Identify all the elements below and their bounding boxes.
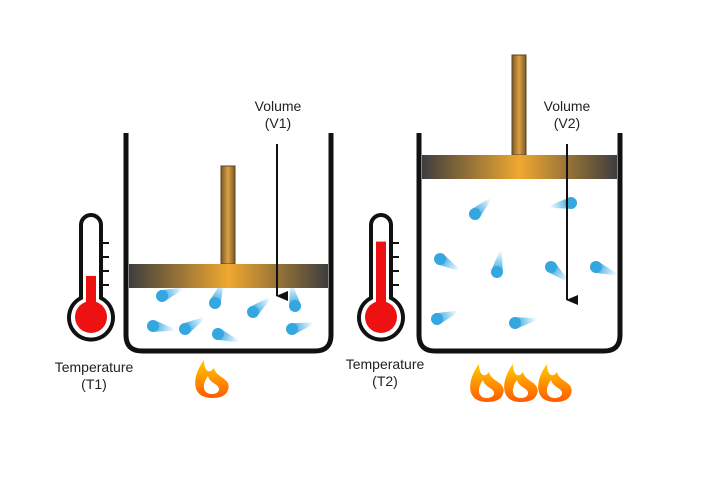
- flame-icon: [538, 364, 572, 402]
- flame-icon: [504, 364, 538, 402]
- left-volume-symbol: (V1): [264, 115, 292, 131]
- left-container: [123, 133, 334, 354]
- gas-particle: [469, 197, 492, 220]
- right-temperature-symbol: (T2): [372, 373, 398, 389]
- gas-particle: [147, 320, 175, 332]
- gas-particle: [509, 317, 537, 329]
- right-gas-particles: [431, 197, 618, 329]
- left-piston: [129, 264, 328, 288]
- right-piston-rod: [511, 54, 527, 156]
- gas-particle: [179, 317, 205, 335]
- gas-particle: [156, 287, 184, 302]
- right-thermometer-fill: [376, 241, 386, 320]
- left-flames: [195, 360, 229, 398]
- left-thermometer: [67, 213, 115, 342]
- left-volume-text: Volume: [254, 98, 302, 114]
- flame-core: [546, 380, 563, 398]
- flame-icon: [470, 364, 504, 402]
- gas-particle: [431, 310, 459, 325]
- right-cylinder: [416, 54, 623, 354]
- left-gas-particles: [147, 281, 314, 343]
- left-thermometer-fill: [86, 275, 96, 320]
- right-volume-symbol: (V2): [553, 115, 581, 131]
- right-volume-label: Volume (V2): [525, 98, 609, 132]
- flame-core: [512, 380, 529, 398]
- right-temperature-label: Temperature (T2): [327, 356, 443, 390]
- right-thermometer: [357, 213, 405, 342]
- left-piston-rod: [220, 165, 236, 265]
- gas-particle: [545, 261, 569, 282]
- gas-particle: [549, 197, 577, 209]
- gas-particle: [491, 250, 503, 278]
- left-temperature-text: Temperature: [54, 359, 134, 375]
- right-piston: [422, 155, 617, 179]
- gas-particle: [212, 328, 240, 343]
- flame-core: [478, 380, 495, 398]
- right-flames: [470, 364, 572, 402]
- right-volume-text: Volume: [543, 98, 591, 114]
- right-temperature-text: Temperature: [345, 356, 425, 372]
- flame-core: [203, 376, 220, 394]
- gas-particle: [247, 297, 271, 318]
- left-temperature-symbol: (T1): [81, 376, 107, 392]
- flame-icon: [195, 360, 229, 398]
- left-cylinder: [123, 133, 334, 354]
- gas-particle: [289, 284, 301, 312]
- gas-particle: [590, 261, 618, 276]
- gas-particle: [434, 253, 460, 271]
- left-temperature-label: Temperature (T1): [36, 359, 152, 393]
- left-volume-label: Volume (V1): [236, 98, 320, 132]
- gas-particle: [286, 322, 314, 335]
- right-container: [416, 133, 623, 354]
